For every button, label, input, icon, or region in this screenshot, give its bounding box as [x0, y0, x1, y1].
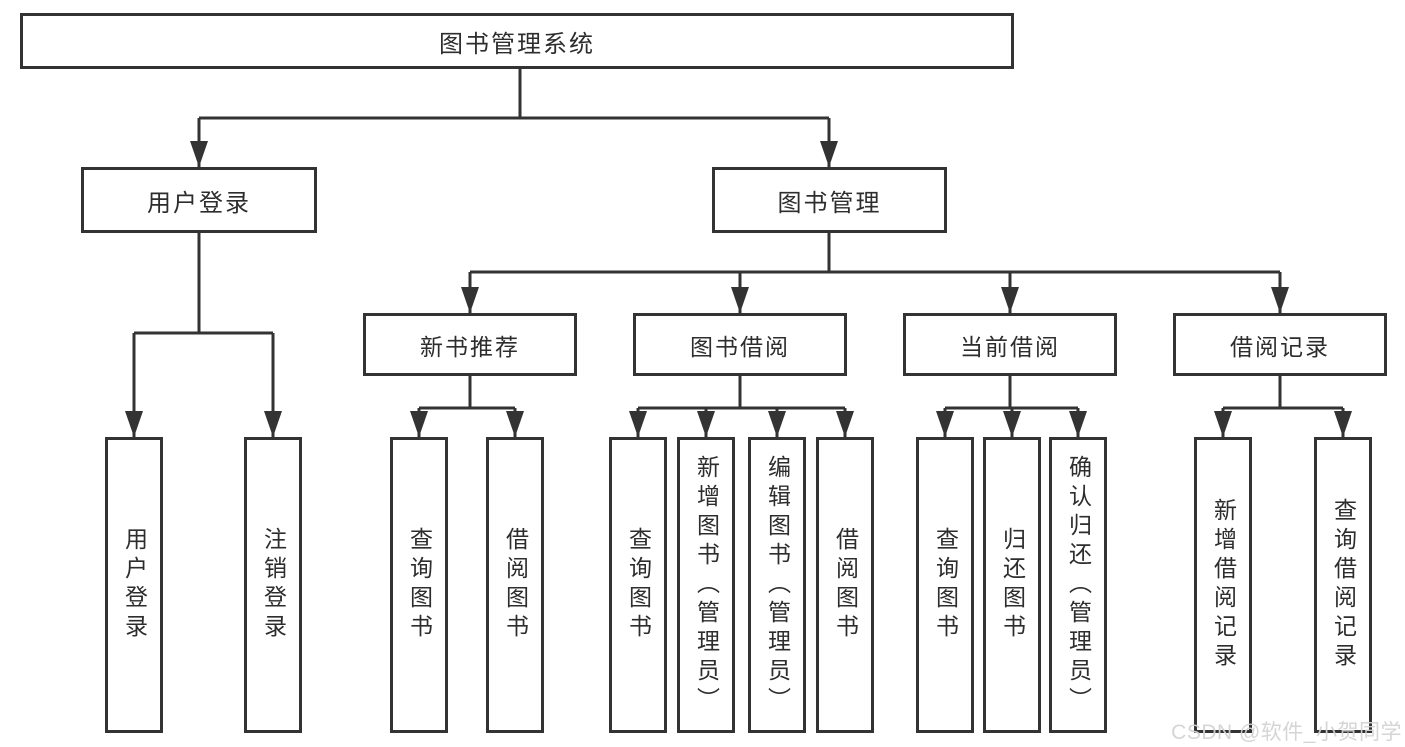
node-library-management-system: 图书管理系统: [20, 13, 1014, 69]
node-label: 新书推荐: [420, 333, 520, 360]
node-label: 借阅图书: [832, 527, 859, 643]
arrow-down-icon: [731, 287, 749, 313]
arrow-down-icon: [125, 411, 143, 437]
node-leaf-logout: 注销登录: [244, 437, 302, 733]
node-label: 确认归还（管理员）: [1065, 454, 1092, 716]
arrow-down-icon: [629, 411, 647, 437]
node-leaf-borrow-books-2: 借阅图书: [816, 437, 874, 733]
connector-root-to-level2: [190, 69, 838, 167]
node-label: 归还图书: [999, 527, 1026, 643]
node-leaf-borrow-books-1: 借阅图书: [486, 437, 544, 733]
node-leaf-query-books-3: 查询图书: [916, 437, 974, 733]
arrow-down-icon: [768, 411, 786, 437]
node-label: 图书管理系统: [439, 30, 595, 58]
connector-line: [468, 233, 1282, 313]
arrow-down-icon: [506, 411, 524, 437]
arrow-down-icon: [461, 287, 479, 313]
node-label: 借阅记录: [1230, 333, 1330, 360]
arrow-down-icon: [1001, 287, 1019, 313]
arrow-down-icon: [264, 411, 282, 437]
node-label: 查询图书: [932, 527, 959, 643]
arrow-down-icon: [936, 411, 954, 437]
connector-line: [197, 69, 831, 167]
arrow-down-icon: [836, 411, 854, 437]
connector-current-borrowing-to-leaves: [936, 376, 1087, 437]
connector-book-borrowing-to-leaves: [629, 376, 854, 437]
connector-borrowing-records-to-leaves: [1214, 376, 1352, 437]
node-label: 查询图书: [406, 527, 433, 643]
node-label: 注销登录: [260, 527, 287, 643]
node-label: 用户登录: [147, 189, 251, 217]
node-leaf-user-login: 用户登录: [105, 437, 163, 733]
node-leaf-confirm-return-admin: 确认归还（管理员）: [1049, 437, 1107, 733]
node-leaf-return-books: 归还图书: [983, 437, 1041, 733]
node-leaf-edit-books-admin: 编辑图书（管理员）: [748, 437, 806, 733]
node-label: 当前借阅: [960, 333, 1060, 360]
arrow-down-icon: [190, 141, 208, 167]
arrow-down-icon: [697, 411, 715, 437]
arrow-down-icon: [1069, 411, 1087, 437]
node-current-borrowing: 当前借阅: [903, 313, 1117, 376]
arrow-down-icon: [1214, 411, 1232, 437]
node-leaf-query-books-1: 查询图书: [390, 437, 448, 733]
node-new-book-recommend: 新书推荐: [363, 313, 577, 376]
arrow-down-icon: [820, 141, 838, 167]
node-book-management: 图书管理: [712, 167, 947, 233]
connector-book-management-to-level3: [461, 233, 1289, 313]
node-label: 查询图书: [625, 527, 652, 643]
node-label: 借阅图书: [502, 527, 529, 643]
node-user-login: 用户登录: [81, 167, 317, 233]
arrow-down-icon: [410, 411, 428, 437]
connector-line: [132, 233, 275, 437]
arrow-down-icon: [1271, 287, 1289, 313]
node-leaf-query-books-2: 查询图书: [609, 437, 667, 733]
node-leaf-add-books-admin: 新增图书（管理员）: [677, 437, 735, 733]
arrow-down-icon: [1334, 411, 1352, 437]
node-label: 图书借阅: [690, 333, 790, 360]
node-leaf-query-borrow-record: 查询借阅记录: [1314, 437, 1372, 733]
node-book-borrowing: 图书借阅: [633, 313, 847, 376]
connector-line: [417, 376, 517, 437]
watermark: CSDN @软件_小贺同学: [1171, 721, 1402, 744]
node-label: 图书管理: [777, 189, 882, 217]
connector-new-book-recommend-to-leaves: [410, 376, 524, 437]
connector-line: [636, 376, 847, 437]
connector-user-login-to-leaves: [125, 233, 282, 437]
connector-line: [1221, 376, 1345, 437]
arrow-down-icon: [1003, 411, 1021, 437]
node-label: 新增借阅记录: [1210, 498, 1237, 672]
node-label: 新增图书（管理员）: [693, 454, 720, 716]
node-leaf-add-borrow-record: 新增借阅记录: [1194, 437, 1252, 733]
node-label: 查询借阅记录: [1330, 498, 1357, 672]
node-borrowing-records: 借阅记录: [1173, 313, 1387, 376]
node-label: 编辑图书（管理员）: [764, 454, 791, 716]
node-label: 用户登录: [121, 527, 148, 643]
